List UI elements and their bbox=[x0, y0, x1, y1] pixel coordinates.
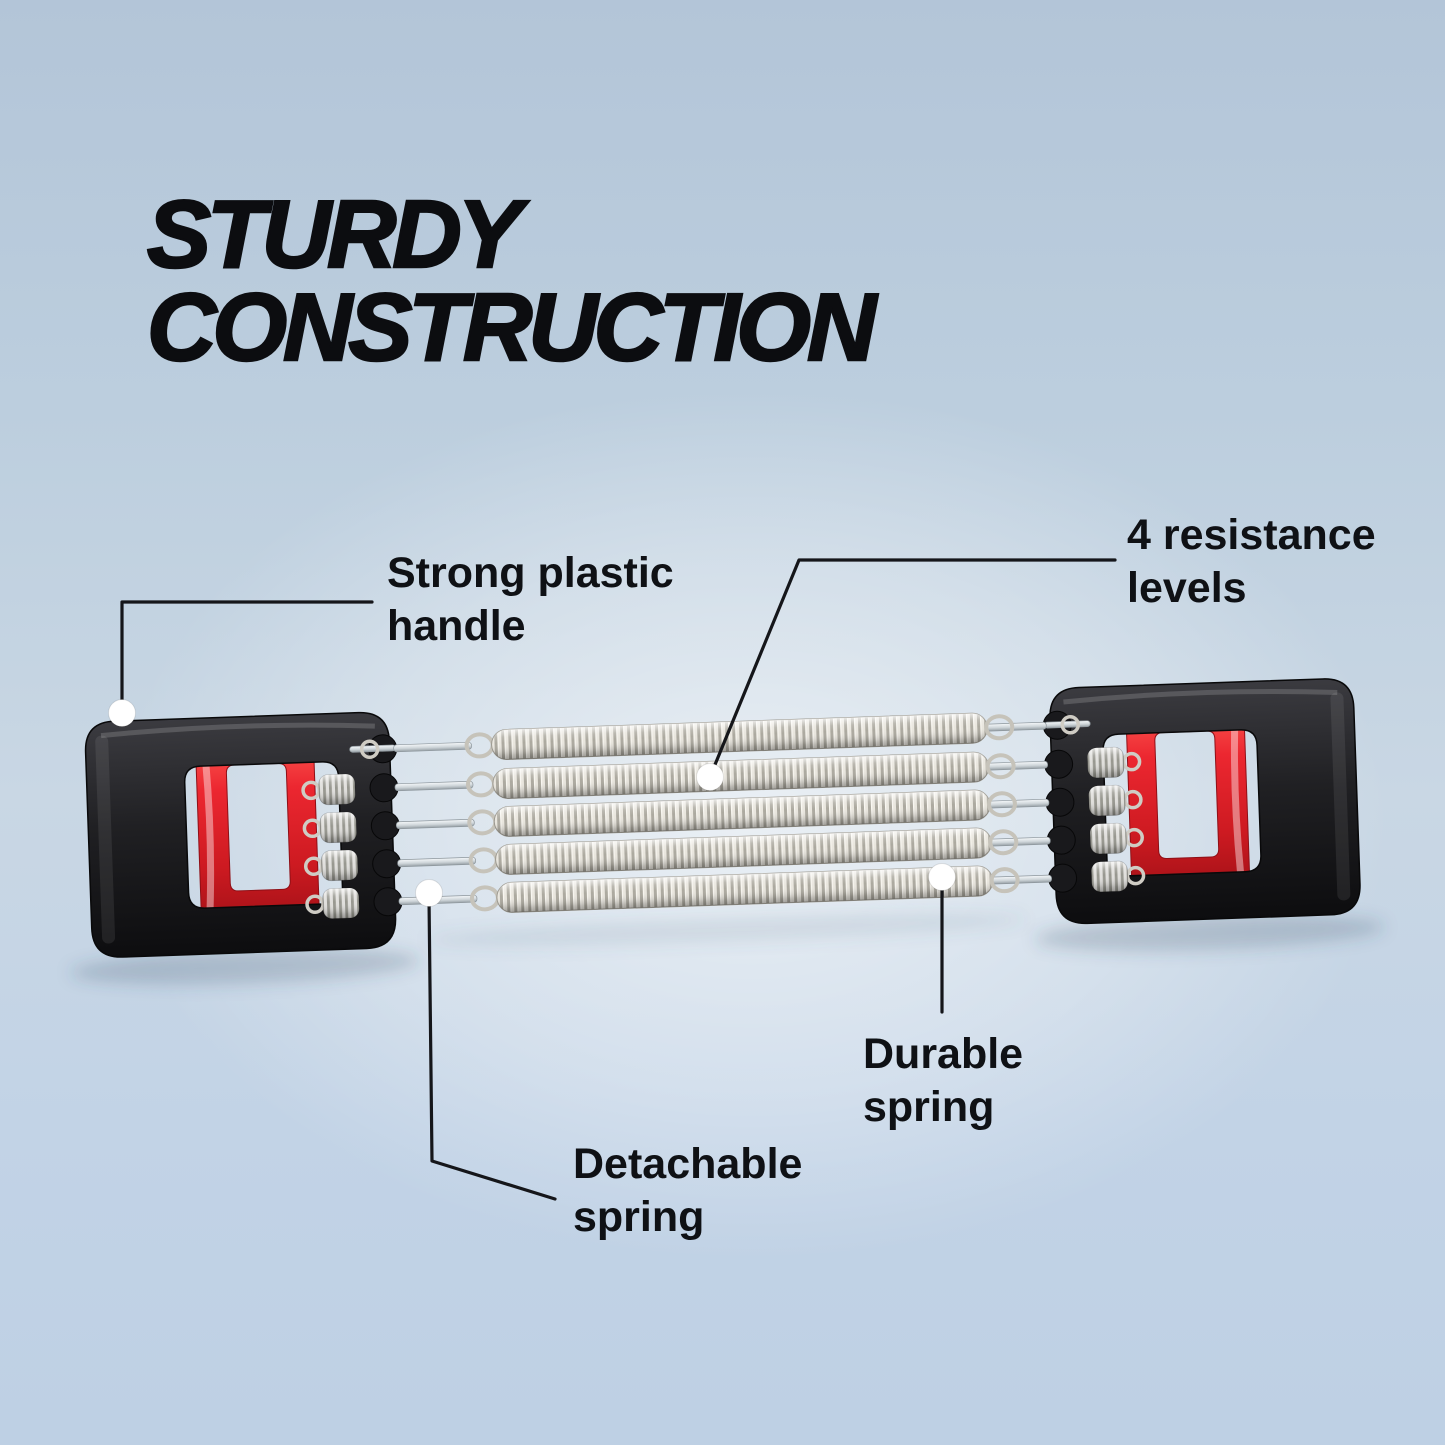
label-strong-plastic-handle-line1: Strong plastic bbox=[387, 549, 674, 597]
callout-dot-detachable bbox=[415, 879, 443, 907]
page-title-line2: CONSTRUCTION bbox=[146, 274, 878, 381]
shadow-springs bbox=[426, 914, 1027, 946]
right-handle bbox=[967, 678, 1361, 927]
page-title: STURDY CONSTRUCTION bbox=[146, 181, 878, 381]
long-spring-4 bbox=[468, 827, 1019, 875]
page-title-line1: STURDY bbox=[146, 181, 523, 288]
left-small-springs bbox=[301, 773, 360, 920]
callout-lines bbox=[120, 558, 1117, 1201]
label-resistance-levels-line2: levels bbox=[1127, 564, 1247, 612]
chest-expander bbox=[70, 677, 1385, 985]
label-durable-spring: Durable spring bbox=[863, 1028, 1023, 1134]
long-spring-1 bbox=[464, 712, 1015, 760]
long-spring-3 bbox=[467, 789, 1017, 837]
callout-dot-resistance bbox=[696, 763, 724, 791]
long-spring-2 bbox=[465, 751, 1016, 799]
callout-line-detachable bbox=[427, 896, 557, 1201]
long-spring-5 bbox=[469, 865, 1020, 913]
left-handle-grip-highlight bbox=[95, 735, 116, 944]
label-strong-plastic-handle-line2: handle bbox=[387, 602, 526, 650]
label-detachable-spring-line2: spring bbox=[573, 1193, 705, 1241]
label-detachable-spring: Detachable spring bbox=[573, 1138, 802, 1244]
label-strong-plastic-handle: Strong plastic handle bbox=[387, 547, 674, 653]
callout-dot-durable bbox=[928, 863, 956, 891]
long-springs bbox=[464, 712, 1020, 913]
left-red-grip-gloss bbox=[201, 746, 215, 912]
label-durable-spring-line1: Durable bbox=[863, 1030, 1024, 1078]
callout-dots bbox=[108, 699, 956, 907]
left-top-hook-ring bbox=[359, 739, 380, 760]
label-resistance-levels-line1: 4 resistance bbox=[1127, 511, 1376, 559]
shadow-left-handle bbox=[70, 948, 421, 985]
shadow-right-handle bbox=[1034, 915, 1385, 952]
label-durable-spring-line2: spring bbox=[863, 1083, 995, 1131]
left-handle-gloss bbox=[100, 722, 375, 739]
callout-dot-handle bbox=[108, 699, 136, 727]
left-handle bbox=[84, 711, 478, 958]
callout-line-resistance bbox=[710, 558, 1117, 774]
label-resistance-levels: 4 resistance levels bbox=[1127, 509, 1376, 615]
label-detachable-spring-line1: Detachable bbox=[573, 1140, 803, 1188]
callout-line-handle bbox=[120, 600, 374, 710]
